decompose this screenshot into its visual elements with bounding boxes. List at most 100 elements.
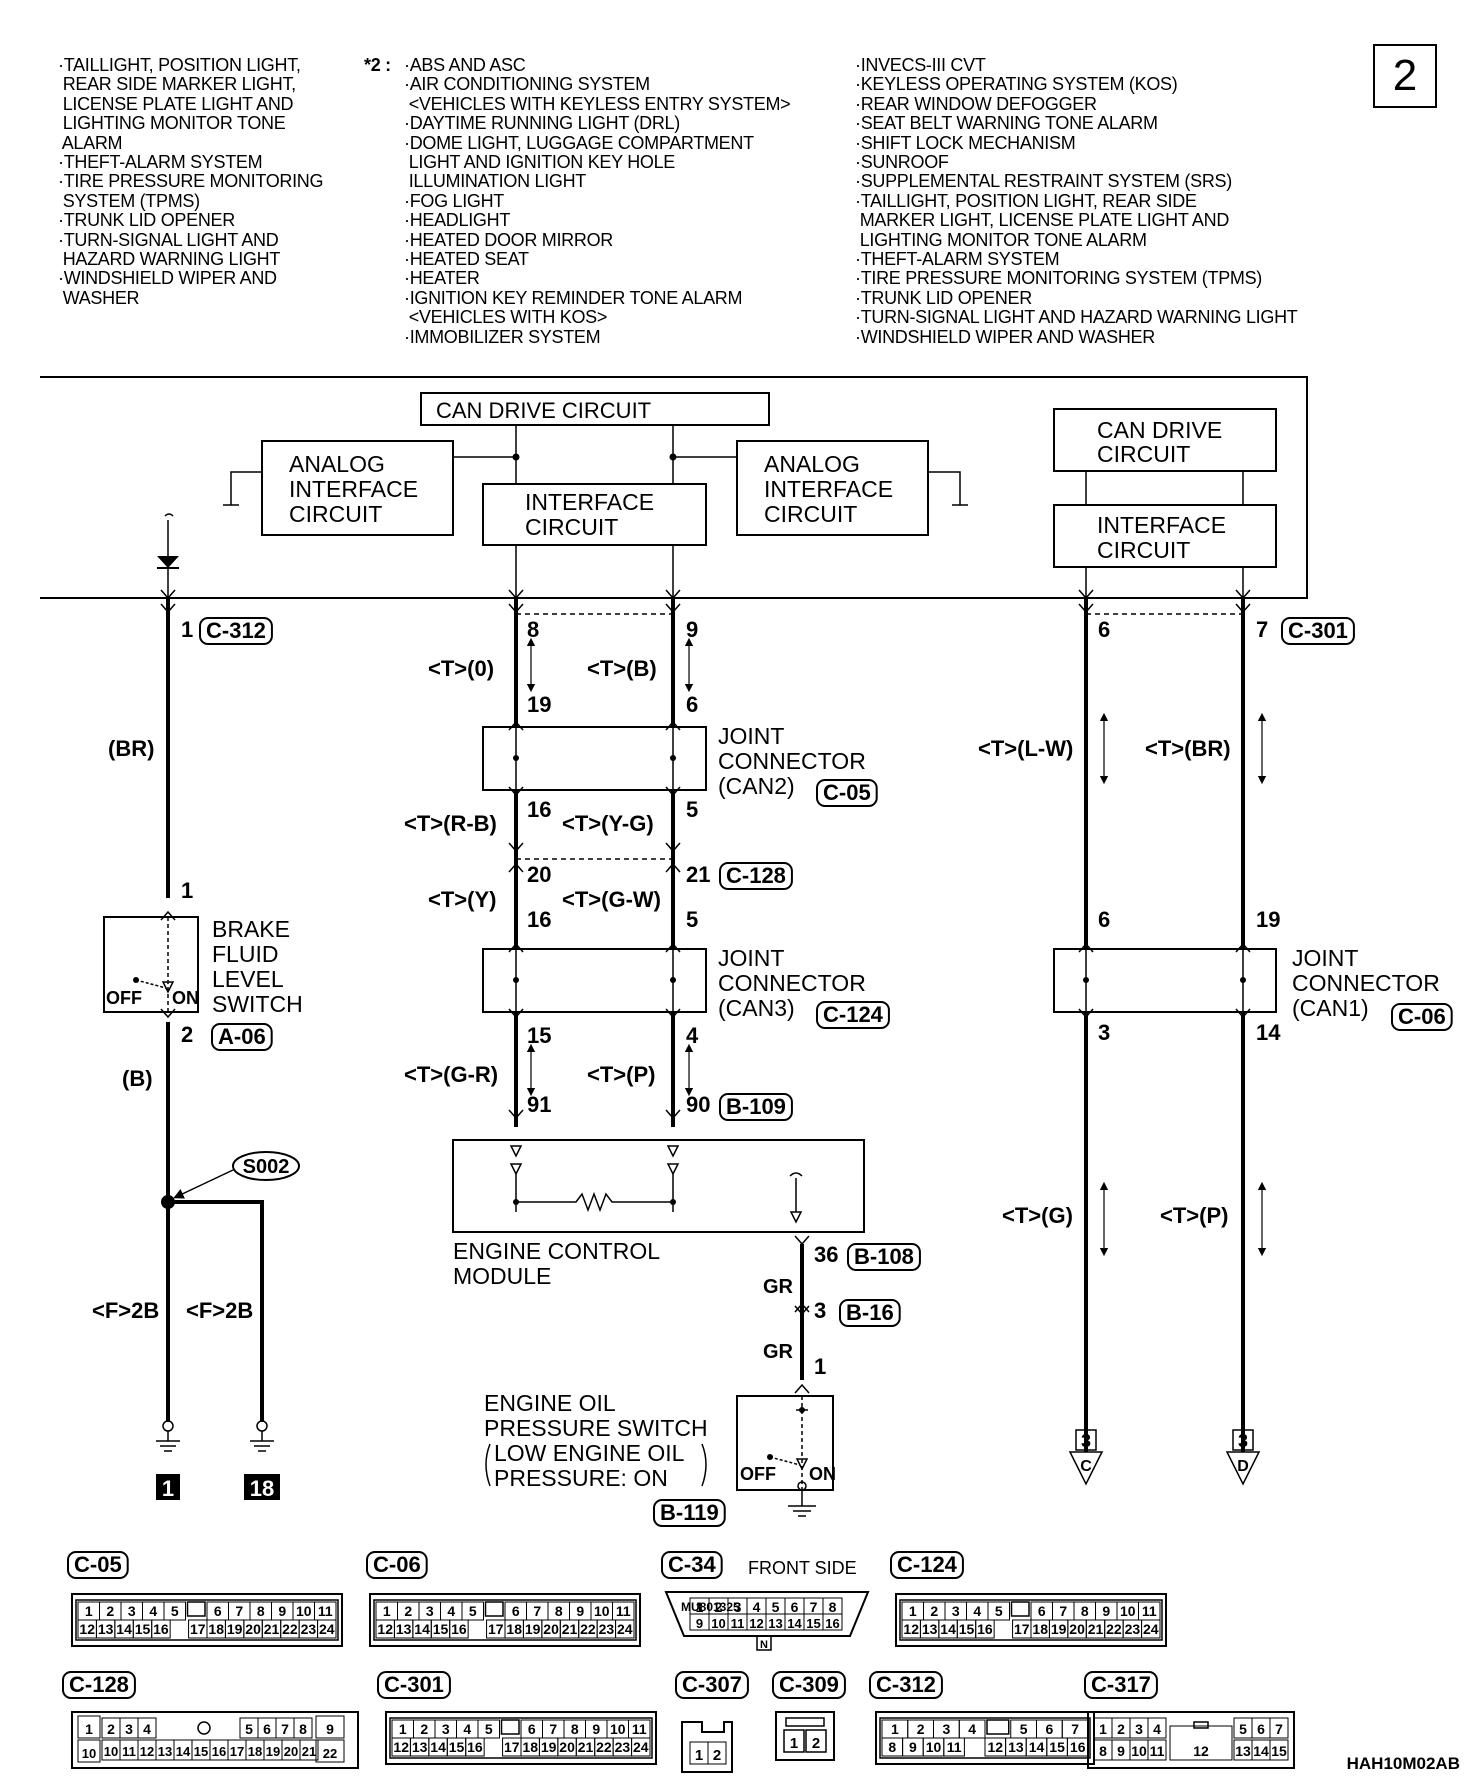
svg-text:10: 10	[104, 1744, 118, 1759]
svg-text:2: 2	[404, 1603, 412, 1619]
svg-text:13: 13	[412, 1739, 428, 1755]
pin-chevron	[1235, 589, 1251, 600]
svg-text:7: 7	[549, 1721, 557, 1737]
brake-fluid-level-switch-box	[103, 916, 199, 1013]
svg-text:16: 16	[451, 1621, 467, 1637]
interface-right-box	[1053, 504, 1277, 568]
svg-text:7: 7	[810, 1599, 818, 1615]
list-line: SYSTEM (TPMS)	[58, 190, 200, 211]
svg-text:13: 13	[1008, 1739, 1024, 1755]
svg-text:1: 1	[790, 1735, 798, 1752]
svg-text:1: 1	[909, 1603, 917, 1619]
svg-text:3: 3	[442, 1721, 450, 1737]
svg-text:6: 6	[1257, 1721, 1265, 1737]
analog-interface-right-box	[736, 440, 929, 536]
svg-text:3: 3	[734, 1599, 742, 1615]
connector-face-tag-c309: C-309	[772, 1671, 846, 1699]
svg-text:<T>(P): <T>(P)	[587, 1062, 655, 1087]
svg-text:B-119: B-119	[660, 1500, 719, 1525]
svg-text:20: 20	[559, 1739, 575, 1755]
pin-chevron	[160, 1008, 176, 1019]
svg-text:10: 10	[594, 1603, 610, 1619]
svg-text:(CAN2): (CAN2)	[718, 773, 795, 799]
svg-text:6: 6	[686, 692, 698, 717]
svg-text:INTERFACE: INTERFACE	[1097, 512, 1226, 538]
svg-text:ON: ON	[172, 988, 199, 1008]
svg-text:C-06: C-06	[1398, 1004, 1446, 1029]
svg-text:7: 7	[1071, 1721, 1079, 1737]
connector-face-tag-c307: C-307	[675, 1671, 749, 1699]
svg-text:15: 15	[449, 1739, 465, 1755]
svg-text:C-05: C-05	[823, 780, 871, 805]
svg-text:6: 6	[1038, 1603, 1046, 1619]
connector-tag-c312: C-312	[199, 617, 273, 645]
svg-text:17: 17	[190, 1621, 206, 1637]
pin-chevron	[665, 862, 681, 873]
svg-text:14: 14	[1253, 1743, 1269, 1759]
list-line: ·DOME LIGHT, LUGGAGE COMPARTMENT	[404, 132, 754, 153]
pin-chevron	[508, 1109, 524, 1120]
svg-text:22: 22	[323, 1746, 337, 1761]
svg-text:10: 10	[296, 1603, 312, 1619]
svg-text:GR: GR	[763, 1341, 794, 1363]
svg-text:3: 3	[426, 1603, 434, 1619]
pin-chevron	[665, 942, 681, 953]
list-line: ·TURN-SIGNAL LIGHT AND	[58, 229, 279, 250]
svg-text:1: 1	[1099, 1721, 1107, 1737]
list-line: ·KEYLESS OPERATING SYSTEM (KOS)	[855, 74, 1178, 95]
svg-text:1: 1	[85, 1721, 93, 1737]
connector-face-tag-c301: C-301	[377, 1671, 451, 1699]
svg-text:MODULE: MODULE	[453, 1263, 551, 1289]
svg-text:ENGINE OIL: ENGINE OIL	[484, 1390, 616, 1416]
svg-text:18: 18	[250, 1476, 274, 1501]
pin-chevron	[508, 942, 524, 953]
svg-text:9: 9	[1102, 1603, 1110, 1619]
svg-text:3: 3	[1238, 1431, 1248, 1451]
svg-text:N: N	[760, 1639, 768, 1651]
svg-text:1: 1	[181, 617, 193, 642]
svg-text:<T>(BR): <T>(BR)	[1145, 736, 1231, 761]
list-line: ·SUNROOF	[855, 152, 949, 173]
svg-text:D: D	[1237, 1458, 1249, 1475]
svg-text:C-06: C-06	[373, 1552, 421, 1577]
svg-text:15: 15	[433, 1621, 449, 1637]
svg-text:14: 14	[1256, 1020, 1281, 1045]
svg-text:91: 91	[527, 1092, 551, 1117]
svg-text:S002: S002	[243, 1156, 290, 1178]
svg-text:18: 18	[248, 1744, 262, 1759]
svg-text:15: 15	[135, 1621, 151, 1637]
svg-text:4: 4	[686, 1023, 699, 1048]
svg-text:9: 9	[326, 1721, 334, 1737]
svg-text:C-34: C-34	[668, 1552, 716, 1577]
list-line: ·SUPPLEMENTAL RESTRAINT SYSTEM (SRS)	[855, 171, 1232, 192]
svg-text:4: 4	[447, 1603, 455, 1619]
svg-text:13: 13	[1235, 1743, 1251, 1759]
svg-text:24: 24	[319, 1621, 335, 1637]
svg-text:2: 2	[181, 1022, 193, 1047]
svg-text:16: 16	[825, 1616, 839, 1631]
pin-chevron	[1078, 942, 1094, 953]
pin-chevron	[665, 589, 681, 600]
svg-text:22: 22	[580, 1621, 596, 1637]
svg-text:JOINT: JOINT	[1292, 945, 1358, 971]
pin-chevron	[794, 1235, 810, 1246]
svg-text:12: 12	[140, 1744, 154, 1759]
svg-text:C-301: C-301	[1288, 618, 1348, 643]
pin-chevron	[665, 1008, 681, 1019]
svg-text:3: 3	[942, 1721, 950, 1737]
svg-text:4: 4	[973, 1603, 981, 1619]
pin-chevron	[508, 1008, 524, 1019]
svg-text:22: 22	[282, 1621, 298, 1637]
connector-tag-b16: B-16	[839, 1299, 901, 1327]
connector-tag-b119: B-119	[653, 1499, 726, 1527]
svg-text:20: 20	[527, 862, 551, 887]
svg-text:1: 1	[383, 1603, 391, 1619]
svg-text:CONNECTOR: CONNECTOR	[718, 970, 866, 996]
front-side-label: FRONT SIDE	[748, 1558, 857, 1578]
svg-text:4: 4	[149, 1603, 157, 1619]
svg-text:CIRCUIT: CIRCUIT	[525, 514, 618, 540]
